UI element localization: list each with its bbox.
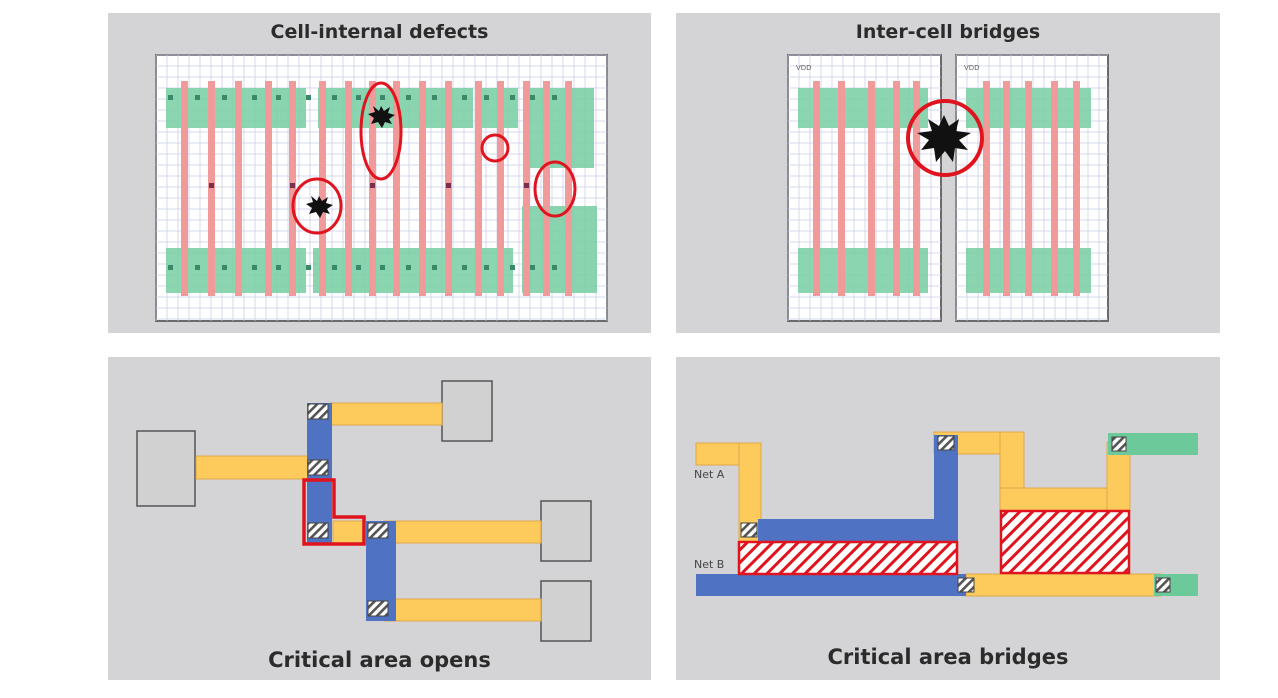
panel-title: Critical area opens bbox=[268, 648, 491, 672]
bridges-diagram: Net A Net B bbox=[694, 431, 1198, 597]
panel-inter-cell-bridges: Inter-cell bridges VDD VDD bbox=[676, 13, 1220, 333]
net-a-label: Net A bbox=[694, 468, 725, 481]
panel-cell-internal-defects: Cell-internal defects bbox=[108, 13, 651, 333]
cell-right-label: VDD bbox=[964, 64, 980, 72]
inter-cell-layout-diagram: VDD VDD bbox=[787, 54, 1109, 322]
bridge-defect-marker bbox=[906, 99, 984, 177]
bridge-critical-areas bbox=[737, 509, 1131, 576]
defect-markers bbox=[291, 81, 577, 235]
via-contacts bbox=[307, 403, 389, 617]
panel-critical-area-bridges: Net A Net B Critical area bridges bbox=[676, 357, 1220, 680]
pads bbox=[136, 380, 592, 642]
panel-critical-area-opens: Critical area opens bbox=[108, 357, 651, 680]
panel-title: Inter-cell bridges bbox=[855, 21, 1041, 43]
via-contacts bbox=[740, 435, 1171, 593]
cell-layout-diagram bbox=[155, 54, 608, 322]
panel-title: Cell-internal defects bbox=[270, 21, 489, 43]
open-defect-outline bbox=[302, 478, 366, 546]
net-b-label: Net B bbox=[694, 558, 724, 571]
panel-title: Critical area bridges bbox=[827, 645, 1069, 669]
cell-left-label: VDD bbox=[796, 64, 812, 72]
opens-diagram bbox=[136, 380, 592, 642]
